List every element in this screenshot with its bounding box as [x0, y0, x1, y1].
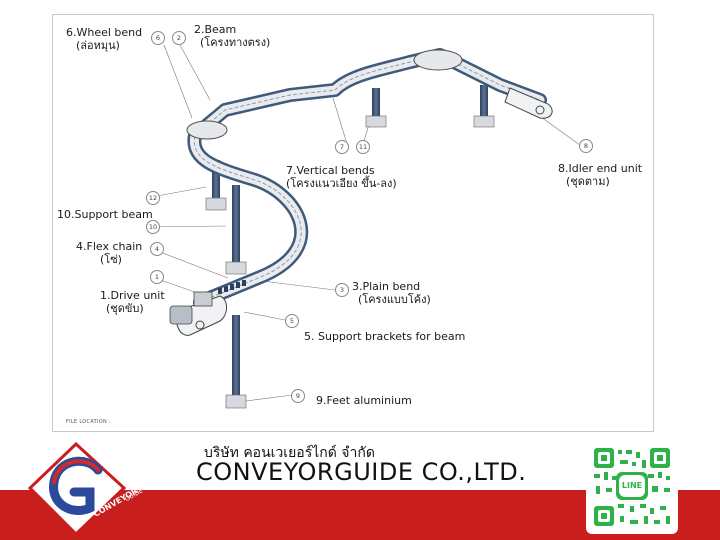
label-vertical-bends-en: 7.Vertical bends	[286, 164, 375, 177]
callout-4: 4	[150, 242, 164, 256]
label-drive-unit-th: (ชุดขับ)	[106, 302, 144, 315]
company-name-en: CONVEYORGUIDE CO.,LTD.	[196, 458, 527, 486]
drive-unit	[169, 291, 227, 336]
label-flex-chain-th: (โซ่)	[100, 253, 122, 266]
label-flex-chain: 4.Flex chain (โซ่)	[76, 240, 142, 266]
label-support-beam-en: 10.Support beam	[57, 208, 153, 221]
callout-2: 2	[172, 31, 186, 45]
label-drive-unit-en: 1.Drive unit	[100, 289, 165, 302]
company-logo	[28, 442, 127, 537]
idler-end-unit	[504, 87, 553, 119]
callout-6: 6	[151, 31, 165, 45]
flex-chain	[218, 280, 246, 294]
label-wheel-bend-th: (ล่อหมุน)	[76, 39, 120, 52]
label-beam-th: (โครงทางตรง)	[200, 36, 271, 49]
callout-3: 3	[335, 283, 349, 297]
callout-12: 12	[146, 191, 160, 205]
label-feet-aluminium-en: 9.Feet aluminium	[316, 394, 412, 407]
label-idler-end-unit-en: 8.Idler end unit	[558, 162, 643, 175]
callout-7: 7	[335, 140, 349, 154]
callout-1: 1	[150, 270, 164, 284]
wheel-bend-top	[413, 49, 463, 71]
label-flex-chain-en: 4.Flex chain	[76, 240, 143, 253]
label-idler-end-unit: 8.Idler end unit (ชุดตาม)	[558, 162, 642, 188]
label-wheel-bend-en: 6.Wheel bend	[66, 26, 143, 39]
line-qr-code[interactable]: LINE	[586, 442, 678, 534]
label-support-brackets: 5. Support brackets for beam	[304, 330, 465, 343]
company-name-th: บริษัท คอนเวเยอร์ไกด์ จำกัด	[204, 445, 375, 461]
label-support-brackets-en: 5. Support brackets for beam	[304, 330, 466, 343]
label-beam: 2.Beam (โครงทางตรง)	[194, 23, 270, 49]
wheel-bend-left	[186, 120, 228, 140]
callout-9: 9	[291, 389, 305, 403]
label-idler-end-unit-th: (ชุดตาม)	[566, 175, 610, 188]
callout-11: 11	[356, 140, 370, 154]
callout-8: 8	[579, 139, 593, 153]
label-vertical-bends: 7.Vertical bends (โครงแนวเอียง ขึ้น-ลง)	[286, 164, 397, 190]
label-plain-bend: 3.Plain bend (โครงแบบโค้ง)	[352, 280, 431, 306]
label-plain-bend-en: 3.Plain bend	[352, 280, 421, 293]
label-support-beam: 10.Support beam	[57, 208, 153, 221]
label-beam-en: 2.Beam	[194, 23, 237, 36]
qr-pattern	[594, 448, 670, 526]
callout-10: 10	[146, 220, 160, 234]
label-plain-bend-th: (โครงแบบโค้ง)	[358, 293, 431, 306]
label-vertical-bends-th: (โครงแนวเอียง ขึ้น-ลง)	[286, 177, 397, 190]
file-location: FILE LOCATION :	[66, 419, 111, 425]
callout-5: 5	[285, 314, 299, 328]
support-legs	[205, 85, 495, 409]
conveyor-beam	[187, 48, 547, 309]
label-drive-unit: 1.Drive unit (ชุดขับ)	[100, 289, 165, 315]
label-feet-aluminium: 9.Feet aluminium	[316, 394, 412, 407]
qr-line-badge: LINE	[621, 481, 643, 490]
label-wheel-bend: 6.Wheel bend (ล่อหมุน)	[66, 26, 142, 52]
